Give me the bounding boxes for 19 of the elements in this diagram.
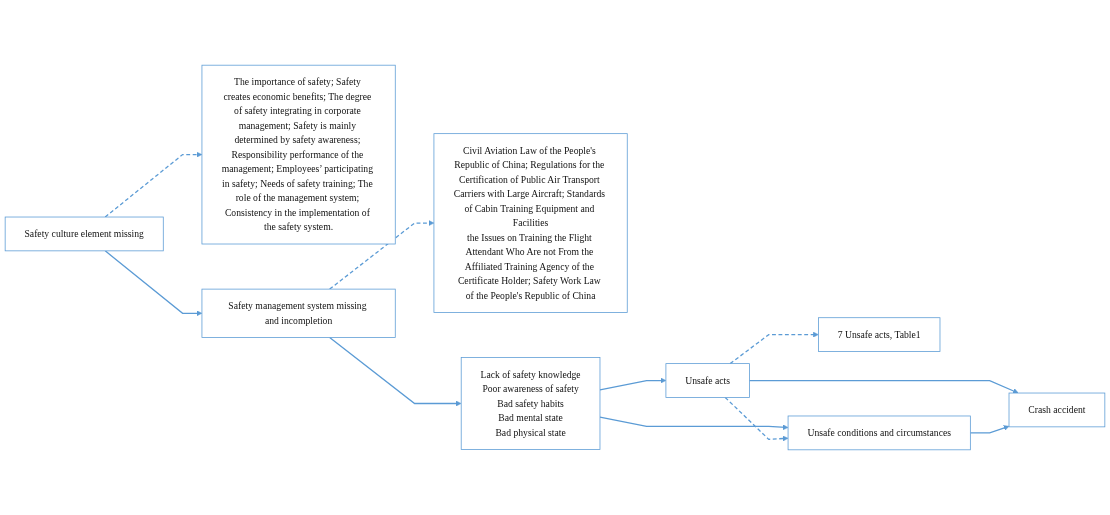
node-box: Civil Aviation Law of the People's Republic of China; Regulations for the Certification of Public Air Transport Carriers with Large Aircraft; Standards of Cabin Training Equipment and Facilities the Issues on Training the Flight Attendant Who Are not From the Affiliated Training Agency of the Certificate Holder; Safety Work Law of the People's Republic of China	[433, 133, 628, 313]
arrow	[724, 396, 789, 442]
arrow	[969, 425, 1010, 434]
arrow	[599, 377, 667, 391]
arrow	[748, 379, 1019, 394]
node-box: Safety management system missing and incompletion	[201, 288, 396, 338]
arrow	[329, 336, 462, 407]
arrow	[104, 151, 203, 218]
node-box: Unsafe conditions and circumstances	[787, 415, 971, 451]
node-box: Crash accident	[1008, 392, 1106, 428]
node-box: Safety culture element missing	[4, 216, 164, 252]
node-box: The importance of safety; Safety creates economic benefits; The degree of safety integrating in corporate management; Safety is mainly determined by safety awareness; Responsibility performance of the management; Employees’ participating in safety; Needs of safety training; The role of the management system; Consistency in the implementation of the safety system.	[201, 64, 396, 245]
node-box: 7 Unsafe acts, Table1	[818, 317, 941, 352]
node-box: Unsafe acts	[665, 363, 750, 398]
arrow	[599, 416, 789, 431]
arrow	[329, 220, 435, 290]
arrow	[729, 331, 819, 365]
arrow	[104, 250, 203, 317]
node-box: Lack of safety knowledge Poor awareness of safety Bad safety habits Bad mental state Bad physical state	[460, 357, 601, 450]
